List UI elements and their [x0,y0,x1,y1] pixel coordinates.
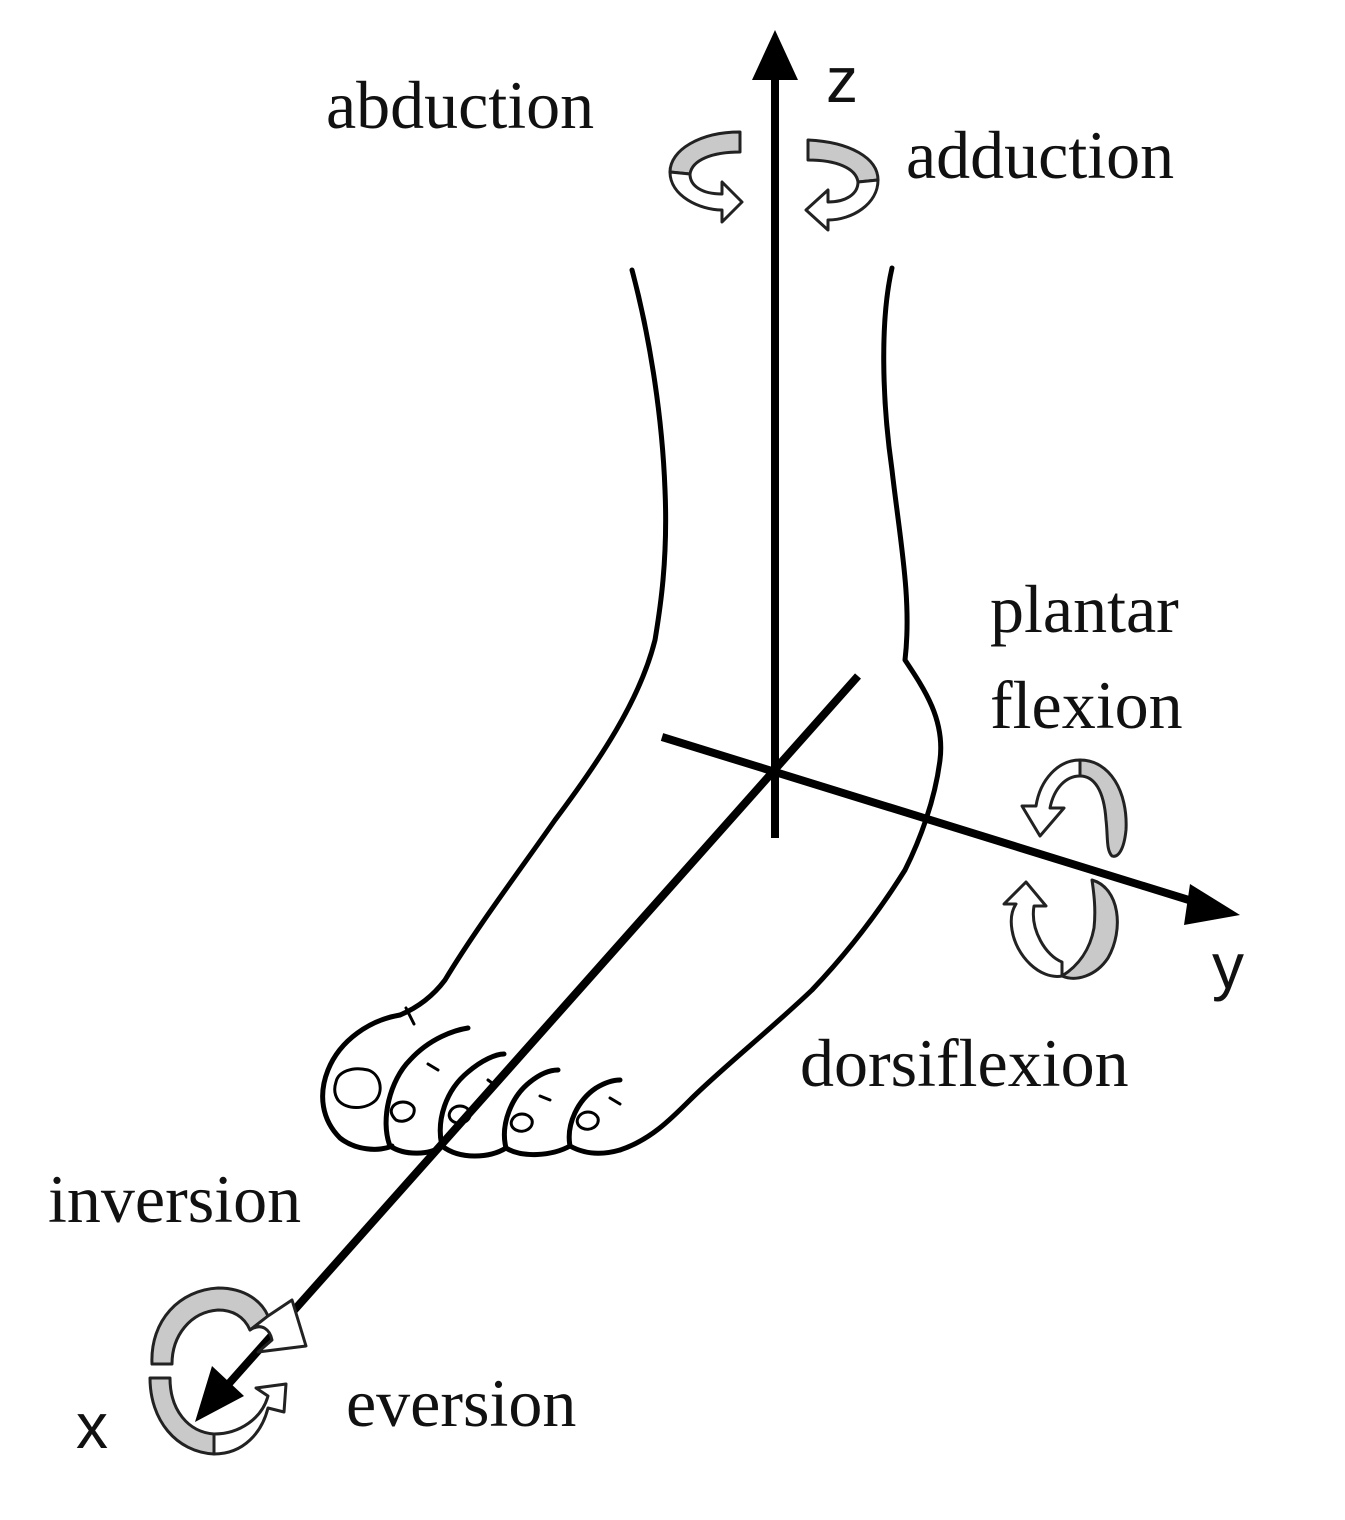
axes [195,30,1240,1422]
axis-label-y: y [1212,930,1244,1002]
leg-right-contour [617,265,944,1153]
third-toe-bottom [439,1143,509,1159]
dorsiflexion-rotation-arrow-icon [1002,878,1119,980]
eversion-rotation-arrow-icon [148,1376,288,1456]
big-toenail [333,1067,382,1109]
label-inversion: inversion [48,1161,301,1237]
third-toe [437,1051,507,1149]
label-eversion: eversion [346,1365,576,1441]
rotation-arrows [148,130,1128,1456]
axis-label-x: x [76,1390,108,1462]
y-axis-line [660,733,1207,909]
toe-knuckle-marks [404,1006,622,1106]
big-toe [320,1012,403,1152]
label-dorsiflexion: dorsiflexion [800,1025,1129,1101]
x-axis-line [222,673,861,1391]
second-toe [383,1025,471,1149]
label-flexion: flexion [990,667,1183,743]
z-axis-arrowhead [752,30,798,80]
foot-illustration [320,265,944,1159]
fourth-toe [502,1067,561,1151]
plantar-flexion-rotation-arrow-icon [1020,758,1128,858]
label-adduction: adduction [906,117,1174,193]
fourth-toenail [509,1112,534,1133]
y-axis-arrowhead [1184,884,1240,925]
fifth-toe-bottom [567,1143,623,1156]
fourth-toe-bottom [503,1143,573,1158]
inversion-rotation-arrow-icon [150,1286,308,1366]
adduction-rotation-arrow-icon [804,138,880,232]
x-axis-arrowhead [195,1366,244,1422]
labels: z y x abduction adduction plantar flexio… [48,44,1244,1462]
axis-label-z: z [826,44,858,116]
second-toenail [389,1100,416,1123]
leg-left-contour [397,267,669,1018]
label-abduction: abduction [326,67,594,143]
label-plantar: plantar [990,571,1179,647]
abduction-rotation-arrow-icon [668,130,744,224]
fifth-toenail [575,1110,600,1131]
toes [320,1006,623,1159]
fifth-toe [566,1077,623,1149]
